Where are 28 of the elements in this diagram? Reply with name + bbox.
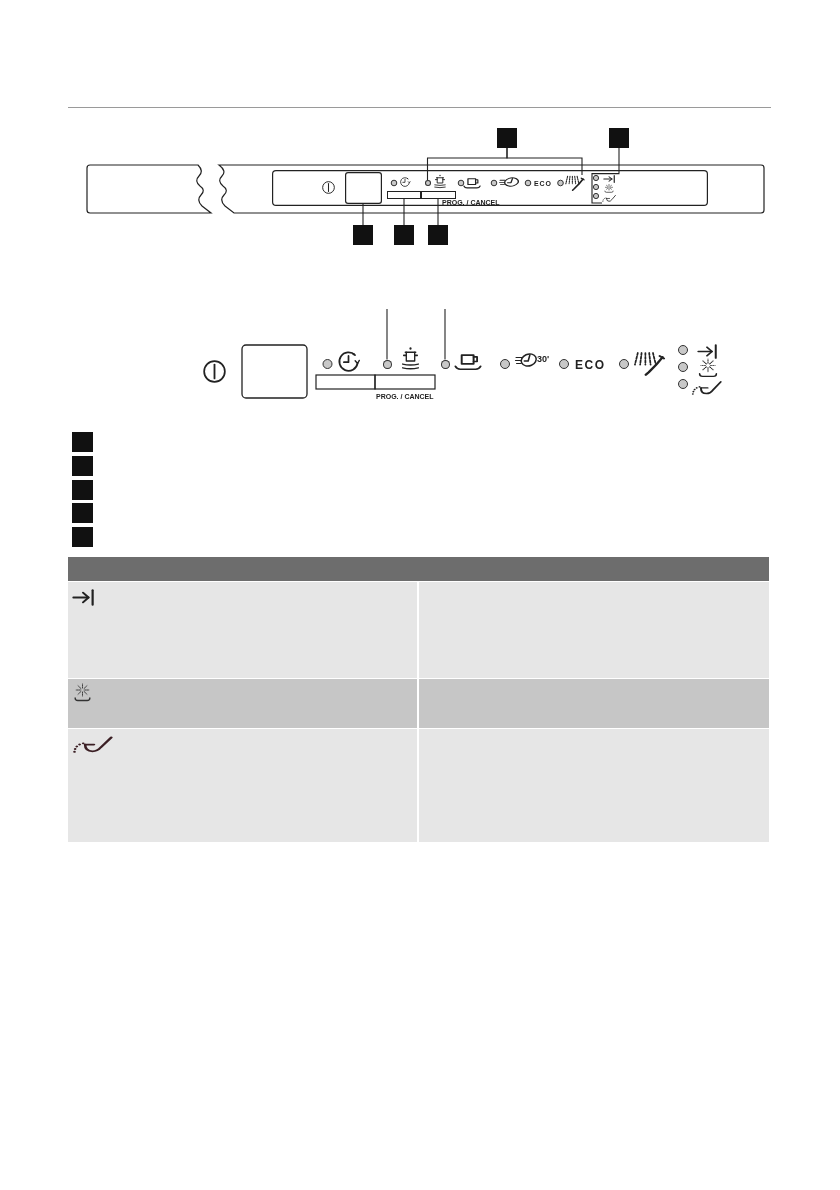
callout-marker: [353, 225, 373, 245]
callout-marker: [72, 432, 93, 452]
callout-marker: [72, 456, 93, 476]
leader-line: [403, 198, 405, 226]
leader-line: [444, 308, 446, 361]
callout-marker: [72, 480, 93, 500]
bracket-line: [590, 173, 620, 204]
callout-marker: [394, 225, 414, 245]
callout-marker: [428, 225, 448, 245]
control-panel: [272, 170, 708, 206]
indicator-light-icon: [424, 180, 431, 186]
callout-marker: [497, 128, 517, 148]
indicator-light-icon: [382, 359, 392, 369]
leader-line: [386, 308, 388, 361]
indicator-light-icon: [440, 359, 450, 369]
callout-marker: [72, 503, 93, 523]
leader-line: [437, 198, 439, 226]
leader-line: [362, 203, 364, 226]
display-window: [345, 172, 382, 204]
shower-spray-icon: [564, 175, 584, 191]
callout-marker: [72, 527, 93, 547]
sensor-field: [421, 191, 456, 199]
sensor-field: [387, 191, 421, 199]
program-label: ECO: [575, 358, 606, 371]
leader-line: [506, 147, 583, 176]
leader-line: [618, 147, 620, 174]
duration-label: 30': [537, 354, 550, 364]
callout-marker: [609, 128, 629, 148]
